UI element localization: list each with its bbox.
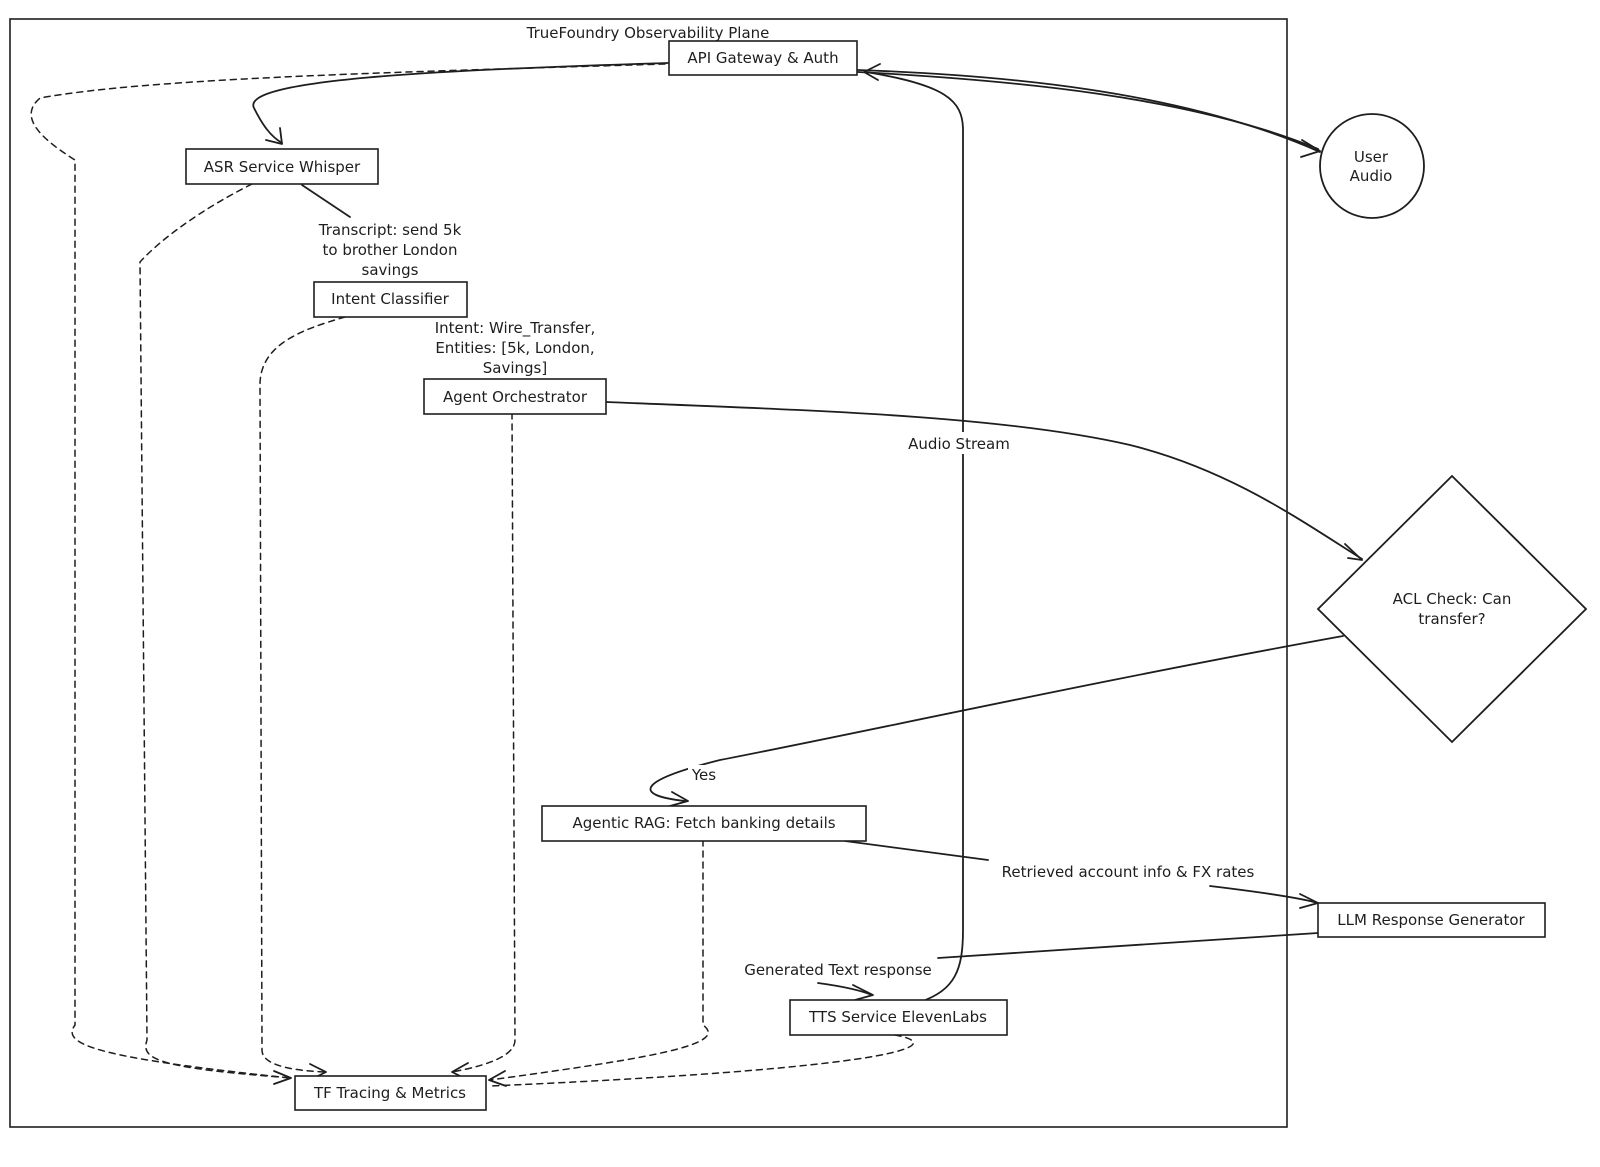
svg-text:TF Tracing & Metrics: TF Tracing & Metrics	[313, 1084, 466, 1102]
svg-text:savings: savings	[362, 261, 419, 279]
svg-text:Audio: Audio	[1350, 167, 1393, 185]
node-tts-service: TTS Service ElevenLabs	[789, 999, 1008, 1036]
svg-text:API Gateway & Auth: API Gateway & Auth	[687, 49, 838, 67]
svg-text:Agentic RAG: Fetch banking det: Agentic RAG: Fetch banking details	[572, 814, 835, 832]
edge-acl-to-rag	[649, 635, 1344, 802]
svg-text:Transcript: send 5k: Transcript: send 5k	[318, 221, 462, 239]
arrowhead-to-user-audio	[1300, 139, 1321, 158]
svg-text:transfer?: transfer?	[1418, 610, 1485, 628]
svg-text:TTS Service ElevenLabs: TTS Service ElevenLabs	[808, 1008, 987, 1026]
svg-text:Savings]: Savings]	[483, 359, 547, 377]
node-llm-response: LLM Response Generator	[1317, 902, 1546, 938]
edge-llm-to-tts	[937, 932, 1319, 959]
node-asr-service: ASR Service Whisper	[185, 148, 379, 185]
edge-user-gateway	[857, 69, 1321, 153]
label-yes: Yes	[688, 765, 720, 785]
node-user-audio: User Audio	[1319, 113, 1425, 219]
node-intent-classifier: Intent Classifier	[313, 281, 468, 318]
node-tf-tracing: TF Tracing & Metrics	[294, 1075, 487, 1111]
node-agentic-rag: Agentic RAG: Fetch banking details	[541, 805, 867, 842]
arrowhead-to-tts	[852, 984, 874, 1001]
node-agent-orchestrator: Agent Orchestrator	[423, 378, 607, 415]
arrowhead-to-gateway	[863, 63, 881, 81]
edge-tts-to-gateway	[865, 71, 964, 1003]
svg-text:Retrieved account info & FX ra: Retrieved account info & FX rates	[1002, 863, 1255, 881]
observability-plane-title: TrueFoundry Observability Plane	[526, 24, 770, 42]
observability-plane-frame	[9, 18, 1288, 1128]
arrowhead-to-acl	[1344, 543, 1363, 561]
arrowhead-to-asr	[265, 127, 283, 145]
edge-rag-to-llm-2	[1209, 885, 1319, 904]
edge-asr-to-tracing	[139, 183, 293, 1079]
svg-text:ASR Service Whisper: ASR Service Whisper	[204, 158, 361, 176]
edge-orchestrator-to-tracing	[451, 412, 516, 1073]
label-transcript: Transcript: send 5k to brother London sa…	[318, 221, 462, 279]
edge-rag-to-tracing	[489, 839, 709, 1081]
edge-generated-to-tts	[817, 982, 873, 996]
edge-asr-to-transcript	[301, 184, 351, 218]
arrowhead-to-rag	[669, 791, 689, 807]
edge-intent-to-tracing	[259, 316, 346, 1073]
svg-text:User: User	[1354, 148, 1389, 166]
svg-text:ACL Check: Can: ACL Check: Can	[1393, 590, 1512, 608]
svg-text:Intent: Wire_Transfer,: Intent: Wire_Transfer,	[435, 319, 596, 338]
node-acl-check: ACL Check: Can transfer?	[1316, 474, 1588, 744]
edge-rag-to-llm	[844, 840, 989, 861]
label-intent: Intent: Wire_Transfer, Entities: [5k, Lo…	[435, 319, 596, 377]
svg-text:LLM Response Generator: LLM Response Generator	[1337, 911, 1525, 929]
edge-user-gateway-2	[857, 71, 1319, 150]
edge-gateway-to-tracing	[30, 63, 666, 1079]
svg-text:Generated Text response: Generated Text response	[744, 961, 932, 979]
svg-text:Agent Orchestrator: Agent Orchestrator	[443, 388, 588, 406]
label-generated: Generated Text response	[744, 961, 932, 979]
edge-tts-to-tracing	[489, 1034, 915, 1087]
edge-orchestrator-to-acl	[605, 401, 1363, 560]
label-retrieved: Retrieved account info & FX rates	[1002, 863, 1255, 881]
svg-text:Yes: Yes	[691, 766, 716, 784]
label-audio-stream: Audio Stream	[905, 432, 1013, 454]
svg-text:Entities: [5k, London,: Entities: [5k, London,	[435, 339, 594, 357]
arrowhead-tracing-1	[273, 1070, 292, 1085]
svg-text:to brother London: to brother London	[323, 241, 458, 259]
edge-gateway-to-asr	[252, 62, 669, 144]
svg-text:Audio Stream: Audio Stream	[908, 435, 1010, 453]
node-api-gateway: API Gateway & Auth	[668, 40, 858, 76]
arrowhead-tracing-4	[488, 1070, 507, 1087]
svg-text:Intent Classifier: Intent Classifier	[331, 290, 450, 308]
